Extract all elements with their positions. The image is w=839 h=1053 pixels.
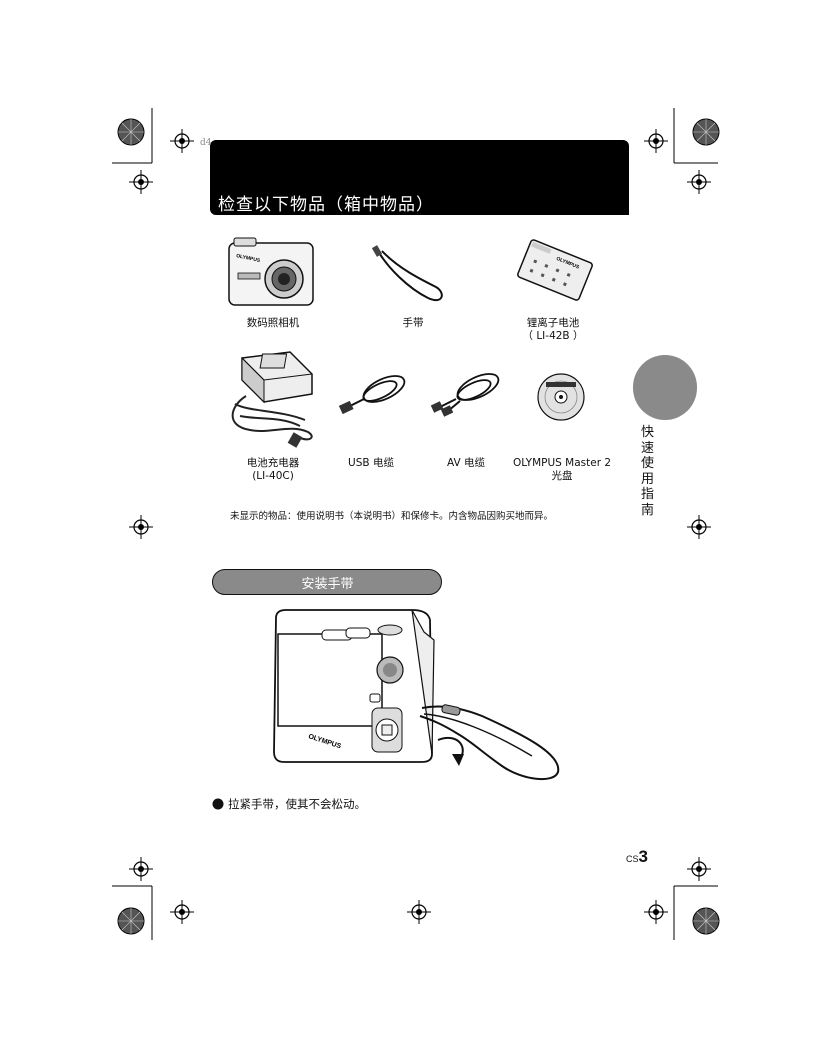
usb-cable-icon: [338, 375, 406, 415]
side-tab: [633, 355, 697, 420]
page-number-value: 3: [638, 847, 648, 866]
item-usb-cable-label: USB 电缆: [348, 457, 394, 469]
item-cd-sublabel: 光盘: [551, 470, 573, 482]
instruction-text: 拉紧手带，使其不会松动。: [228, 797, 366, 811]
section-header: [212, 569, 442, 595]
camera-brand: OLYMPUS: [236, 253, 262, 264]
item-camera-label: 数码照相机: [246, 317, 300, 329]
strap-attach-illustration: OLYMPUS: [273, 609, 560, 781]
bullet-icon: [212, 798, 224, 810]
page-prefix: CS: [626, 854, 639, 864]
item-charger-label: 电池充电器: [246, 457, 300, 469]
camera-icon: OLYMPUS: [228, 237, 314, 306]
page-title: 检查以下物品（箱中物品）: [218, 195, 434, 215]
item-cd-label: OLYMPUS Master 2: [512, 457, 612, 469]
page-number: CS3: [626, 847, 648, 867]
charger-icon: [231, 351, 313, 448]
av-cable-icon: [430, 373, 500, 417]
item-battery-label: 锂离子电池: [526, 317, 580, 329]
cd-rom-icon: [537, 373, 585, 421]
contents-note: 未显示的物品：使用说明书（本说明书）和保修卡。内含物品因购买地而异。: [230, 511, 554, 522]
print-slug: d4: [200, 138, 212, 148]
item-battery-model: （ LI-42B ）: [522, 330, 584, 342]
side-tab-label: 快速使用指南: [641, 425, 655, 518]
item-charger-model: (LI-40C): [252, 470, 294, 482]
item-av-cable-label: AV 电缆: [446, 457, 486, 469]
strap-icon: [371, 245, 443, 302]
section-title: 安装手带: [301, 577, 354, 592]
item-strap-label: 手带: [402, 317, 424, 329]
header-banner: [210, 140, 629, 215]
battery-icon: OLYMPUS: [517, 239, 593, 301]
